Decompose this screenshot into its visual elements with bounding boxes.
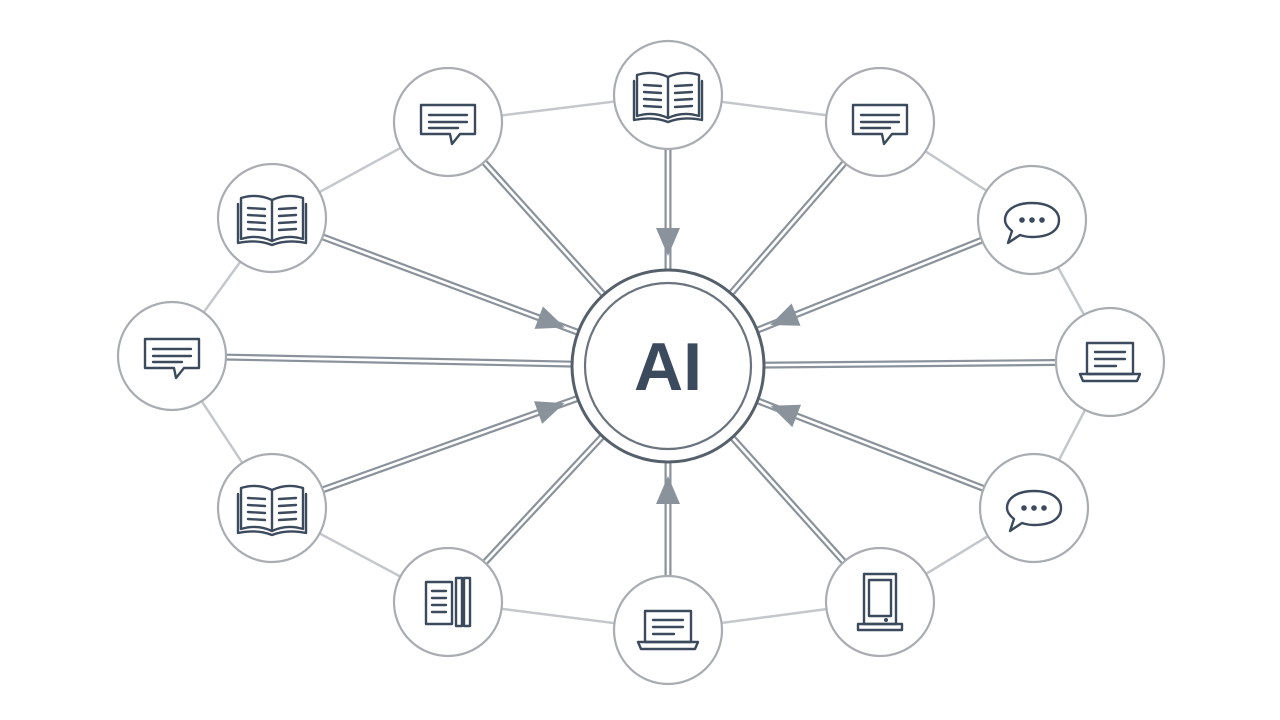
spoke-left-lower-1 bbox=[323, 399, 579, 494]
laptop-icon bbox=[1078, 341, 1142, 383]
message-icon bbox=[143, 337, 201, 380]
open-book-icon bbox=[236, 194, 308, 247]
chat-bubble-icon bbox=[1005, 489, 1063, 533]
books-icon bbox=[424, 576, 472, 628]
node-left-upper bbox=[216, 162, 328, 274]
node-right-upper bbox=[976, 164, 1088, 276]
spoke-left-lower-0 bbox=[321, 395, 578, 489]
node-lower-left-circle bbox=[392, 546, 504, 658]
node-left-lower bbox=[216, 452, 328, 564]
spoke-upper-left-0 bbox=[485, 159, 607, 294]
arrowhead-top bbox=[656, 228, 680, 256]
arrowhead-right-upper bbox=[770, 303, 801, 326]
laptop-icon bbox=[636, 609, 700, 651]
spoke-lower-left-1 bbox=[485, 437, 606, 565]
spoke-upper-right-0 bbox=[731, 163, 848, 296]
spoke-upper-right-1 bbox=[728, 160, 844, 293]
tablet-icon bbox=[856, 572, 904, 632]
spoke-left-upper-0 bbox=[323, 233, 580, 332]
spoke-left-0 bbox=[226, 353, 573, 363]
hub-label: AI bbox=[634, 329, 702, 405]
arrowhead-left-lower bbox=[534, 401, 565, 424]
node-lower-left bbox=[392, 546, 504, 658]
node-upper-right bbox=[824, 66, 936, 178]
spoke-lower-left-0 bbox=[482, 433, 602, 562]
open-book-icon bbox=[236, 484, 308, 537]
node-top bbox=[612, 39, 724, 151]
spoke-lower-right-0 bbox=[729, 438, 843, 565]
node-left bbox=[116, 300, 228, 412]
open-book-icon bbox=[632, 71, 704, 124]
node-lower-right bbox=[824, 546, 936, 658]
node-right-circle bbox=[1054, 306, 1166, 418]
spokes bbox=[225, 149, 1057, 576]
node-bottom-circle bbox=[612, 574, 724, 686]
arrowhead-right-lower bbox=[770, 404, 801, 428]
node-bottom bbox=[612, 574, 724, 686]
nodes bbox=[116, 39, 1166, 686]
node-upper-left bbox=[392, 66, 504, 178]
hub-inner-circle bbox=[583, 281, 753, 451]
message-icon bbox=[851, 103, 909, 146]
spoke-left-1 bbox=[225, 358, 572, 368]
spoke-lower-right-1 bbox=[733, 435, 847, 561]
node-lower-right-circle bbox=[824, 546, 936, 658]
ai-hub: AI bbox=[570, 268, 766, 464]
spoke-right-0 bbox=[764, 363, 1057, 369]
node-right bbox=[1054, 306, 1166, 418]
message-icon bbox=[419, 103, 477, 146]
spoke-left-upper-1 bbox=[321, 238, 578, 336]
spoke-upper-left-1 bbox=[481, 162, 603, 298]
node-right-lower bbox=[978, 452, 1090, 564]
arrowhead-left-upper bbox=[534, 306, 565, 329]
chat-bubble-icon bbox=[1003, 201, 1061, 245]
spoke-right-1 bbox=[763, 358, 1056, 364]
arrowhead-bottom bbox=[656, 476, 680, 504]
